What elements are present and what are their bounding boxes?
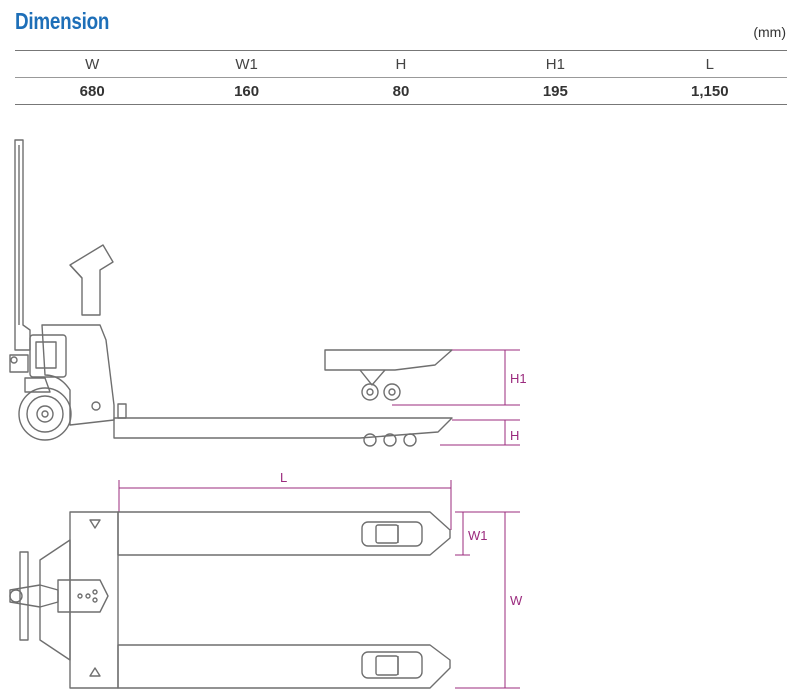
value-w1: 160 [234,82,260,100]
fork-top-lower [117,644,451,689]
top-width-dimensions [455,511,520,689]
hydraulic-pump [29,334,67,378]
header-h1: H1 [478,50,633,78]
header-w1: W1 [169,50,324,78]
fork-raised [324,349,453,371]
table-header-row: W W1 H H1 L [15,50,787,78]
section-title: Dimension [15,8,110,34]
steering-wheel [18,387,72,441]
label-w1: W1 [468,528,488,543]
top-length-dimension [118,480,452,530]
chassis [41,324,115,426]
side-dimensions [392,349,520,446]
scale-indicator [69,244,114,316]
value-h: 80 [392,82,410,100]
side-view [9,139,453,447]
chassis-top [69,511,119,689]
header-l: L [632,50,787,78]
unit-label: (mm) [753,24,786,40]
label-h: H [510,428,519,443]
top-view [9,511,451,689]
header-h: H [323,50,479,78]
label-h1: H1 [510,371,527,386]
dimension-table: W W1 H H1 L 680 160 80 195 1,150 [15,50,787,105]
table-value-row: 680 160 80 195 1,150 [15,78,787,105]
fork-top-upper [117,511,451,556]
handle-bar [14,139,31,351]
label-l: L [280,470,287,485]
handle-top [19,551,29,641]
pump-housing-top [39,539,71,661]
value-l: 1,150 [691,82,729,100]
header-w: W [15,50,170,78]
label-w: W [510,593,523,608]
fork-lowered [113,417,453,439]
value-w: 680 [79,82,105,100]
value-h1: 195 [542,82,568,100]
